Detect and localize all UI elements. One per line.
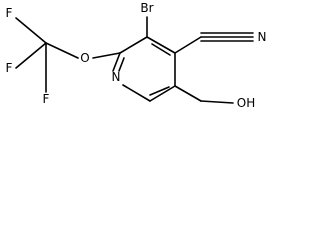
ring-inner-n1-c2 [118, 57, 125, 72]
ch2-bond-c5 [174, 85, 202, 102]
ring-nitrogen-label: N [112, 70, 121, 84]
structure-canvas: Br N N O F F F OH [0, 0, 268, 134]
fluorine-label-bottom: F [43, 92, 50, 106]
ch2oh-bond [200, 100, 234, 104]
ether-bond-o-cf3 [45, 42, 79, 59]
nitrile-bond-to-c4 [174, 36, 202, 54]
ether-bond-c2-o [92, 52, 121, 59]
ring-bond-c6-n1 [122, 84, 151, 102]
atom-labels: Br N N O F F F OH [6, 1, 267, 110]
cf-bond-left [15, 42, 47, 69]
nitrile-nitrogen-label: N [258, 30, 267, 44]
bromine-label: Br [140, 1, 153, 15]
ring-bond-n1-c2 [112, 52, 121, 72]
ring-bond-c5-c6 [149, 85, 176, 102]
chemical-structure-diagram: Br N N O F F F OH [6, 1, 267, 110]
bond-lines [15, 16, 254, 104]
ether-oxygen-label: O [80, 51, 89, 65]
fluorine-label-top: F [6, 6, 13, 20]
hydroxyl-label: OH [237, 96, 255, 110]
ring-bond-c3-c4 [146, 36, 176, 54]
ring-bond-c2-c3 [119, 36, 148, 54]
cf-bond-top [15, 17, 47, 44]
fluorine-label-left: F [6, 61, 13, 75]
ring-inner-c3-c4 [151, 43, 171, 56]
ring-inner-c5-c6 [149, 86, 170, 96]
